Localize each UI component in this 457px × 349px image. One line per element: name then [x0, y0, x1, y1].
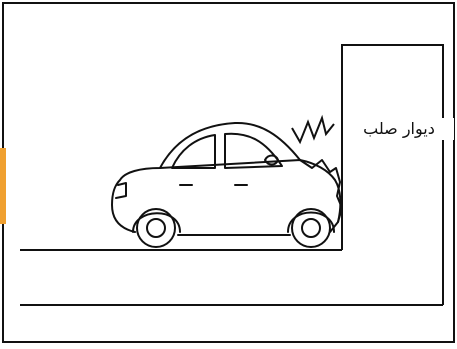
rear-light — [116, 183, 126, 198]
outer-frame — [3, 3, 454, 342]
side-mirror — [265, 156, 278, 165]
accent-bar — [0, 148, 6, 224]
rear-window — [172, 135, 215, 168]
front-wheel — [292, 209, 330, 247]
front-wheel-arch — [288, 213, 334, 233]
impact-burst — [292, 118, 334, 142]
rear-wheel — [137, 209, 175, 247]
car-body — [112, 160, 340, 235]
car — [112, 123, 342, 235]
wall-label: دیوار صلب — [344, 118, 454, 140]
rigid-wall — [342, 45, 443, 305]
